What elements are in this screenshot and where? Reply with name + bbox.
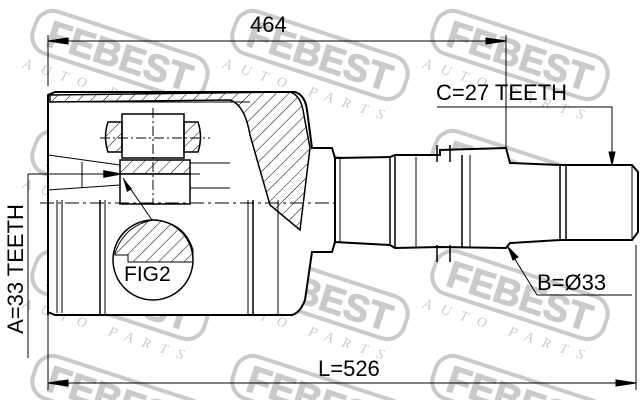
dimension-a-teeth-label: A=33 TEETH	[3, 204, 28, 334]
dimension-c-teeth-label: C=27 TEETH	[436, 80, 568, 105]
dimension-b-diameter-label: B=Ø33	[537, 270, 607, 295]
dimension-464	[47, 35, 507, 155]
leader-b	[507, 246, 632, 296]
leader-c	[437, 106, 616, 166]
fig2-label: FIG2	[124, 263, 171, 286]
dimension-l-total-label: L=526	[318, 356, 380, 381]
output-shaft	[334, 145, 639, 262]
dimension-464-label: 464	[250, 12, 287, 37]
dimension-526	[47, 245, 637, 390]
fig2-detail	[112, 177, 194, 301]
